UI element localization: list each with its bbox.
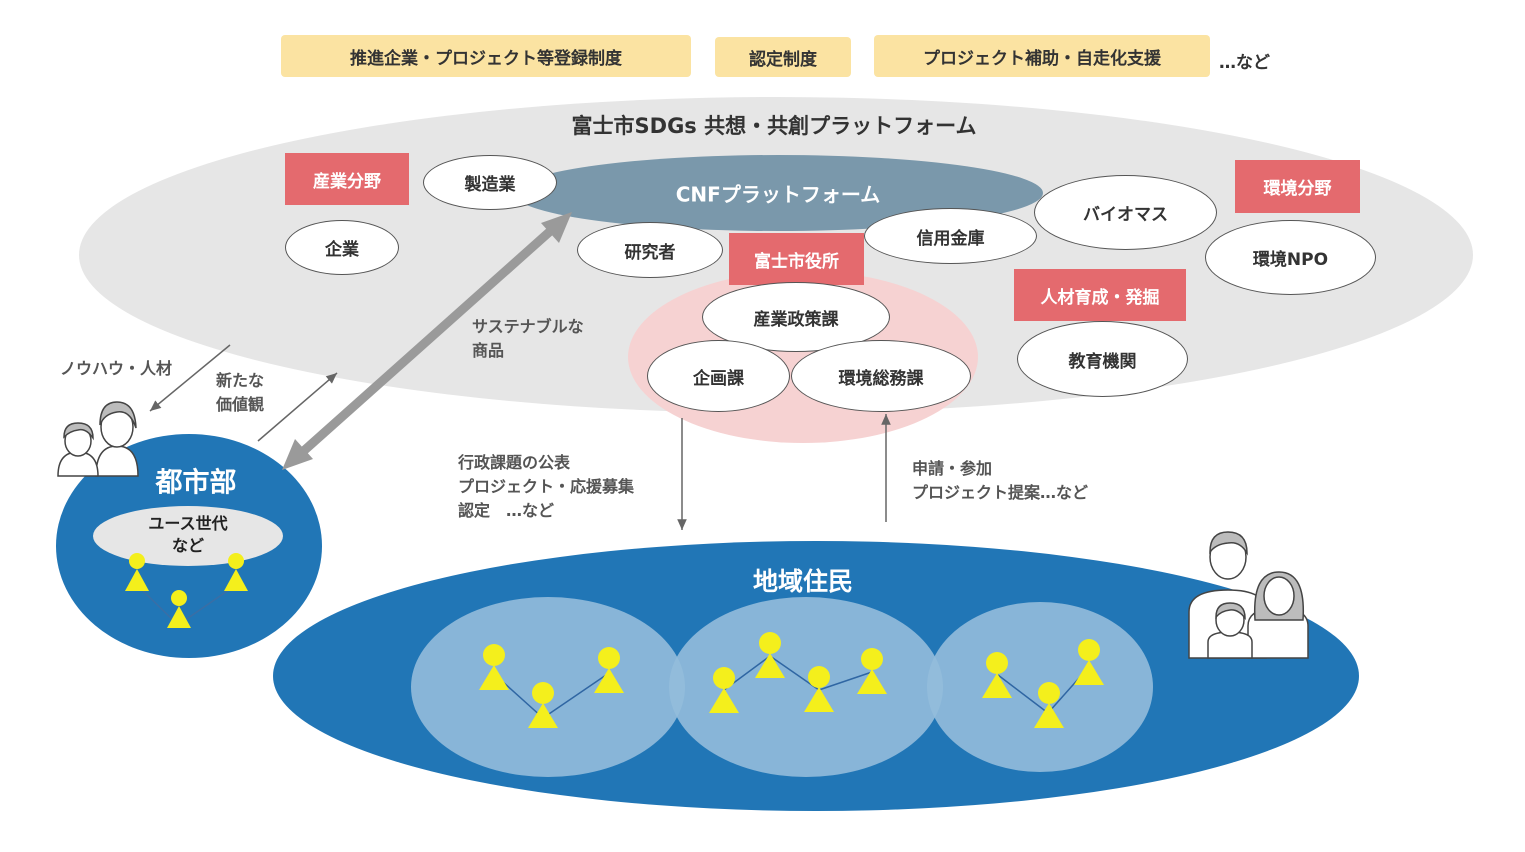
category-environment: 環境分野 xyxy=(1235,160,1360,213)
category-industry: 産業分野 xyxy=(285,153,409,205)
urban-family-icon xyxy=(57,401,139,477)
person-icon xyxy=(857,648,887,694)
oval-researcher: 研究者 xyxy=(577,222,723,278)
flow-sustainable-label: サステナブルな 商品 xyxy=(472,317,584,360)
flow-gov-to-residents-label: 行政課題の公表 プロジェクト・応援募集 認定 …など xyxy=(458,453,635,520)
residents-title: 地域住民 xyxy=(752,567,854,596)
top-item-registration: 推進企業・プロジェクト等登録制度 xyxy=(281,35,691,77)
residents-family-icon xyxy=(1188,531,1309,659)
category-city-hall: 富士市役所 xyxy=(729,233,864,285)
category-talent: 人材育成・発掘 xyxy=(1014,269,1186,321)
knowhow-arrow xyxy=(149,344,231,412)
urban-title: 都市部 xyxy=(155,467,237,499)
residents-network-lines xyxy=(492,655,1089,719)
oval-env-general: 環境総務課 xyxy=(791,340,971,412)
oval-company: 企業 xyxy=(285,220,399,275)
youth-ellipse xyxy=(93,506,283,566)
flow-knowhow-label: ノウハウ・人材 xyxy=(60,359,173,378)
person-icon xyxy=(1034,682,1064,728)
person-icon xyxy=(224,553,248,591)
sustainable-double-arrow xyxy=(282,212,572,470)
top-item-subsidy: プロジェクト補助・自走化支援 xyxy=(874,35,1210,77)
person-icon xyxy=(755,632,785,678)
person-icon xyxy=(1074,639,1104,685)
person-icon xyxy=(479,644,509,690)
platform-title: 富士市SDGs 共想・共創プラットフォーム xyxy=(571,114,977,138)
values-arrow xyxy=(257,372,338,442)
oval-manufacturing: 製造業 xyxy=(423,155,557,210)
oval-credit-bank: 信用金庫 xyxy=(864,208,1037,264)
person-icon xyxy=(528,682,558,728)
top-etc-label: …など xyxy=(1219,53,1270,73)
cnf-platform-label: CNFプラットフォーム xyxy=(675,182,881,207)
oval-planning: 企画課 xyxy=(647,340,790,412)
urban-network-lines xyxy=(136,584,237,626)
flow-residents-to-gov-label: 申請・参加 プロジェクト提案…など xyxy=(912,459,1089,502)
oval-education: 教育機関 xyxy=(1017,321,1188,397)
person-icon xyxy=(982,652,1012,698)
person-icons xyxy=(125,553,1104,728)
person-icon xyxy=(804,666,834,712)
person-icon xyxy=(167,590,191,628)
person-icon xyxy=(594,647,624,693)
oval-env-npo: 環境NPO xyxy=(1205,220,1376,295)
person-icon xyxy=(709,667,739,713)
community-circle-2 xyxy=(669,597,943,777)
top-item-certification: 認定制度 xyxy=(715,37,851,77)
person-icon xyxy=(125,553,149,591)
oval-biomass: バイオマス xyxy=(1034,175,1217,250)
flow-new-values-label: 新たな 価値観 xyxy=(216,371,265,414)
youth-label: ユース世代 など xyxy=(148,514,228,555)
